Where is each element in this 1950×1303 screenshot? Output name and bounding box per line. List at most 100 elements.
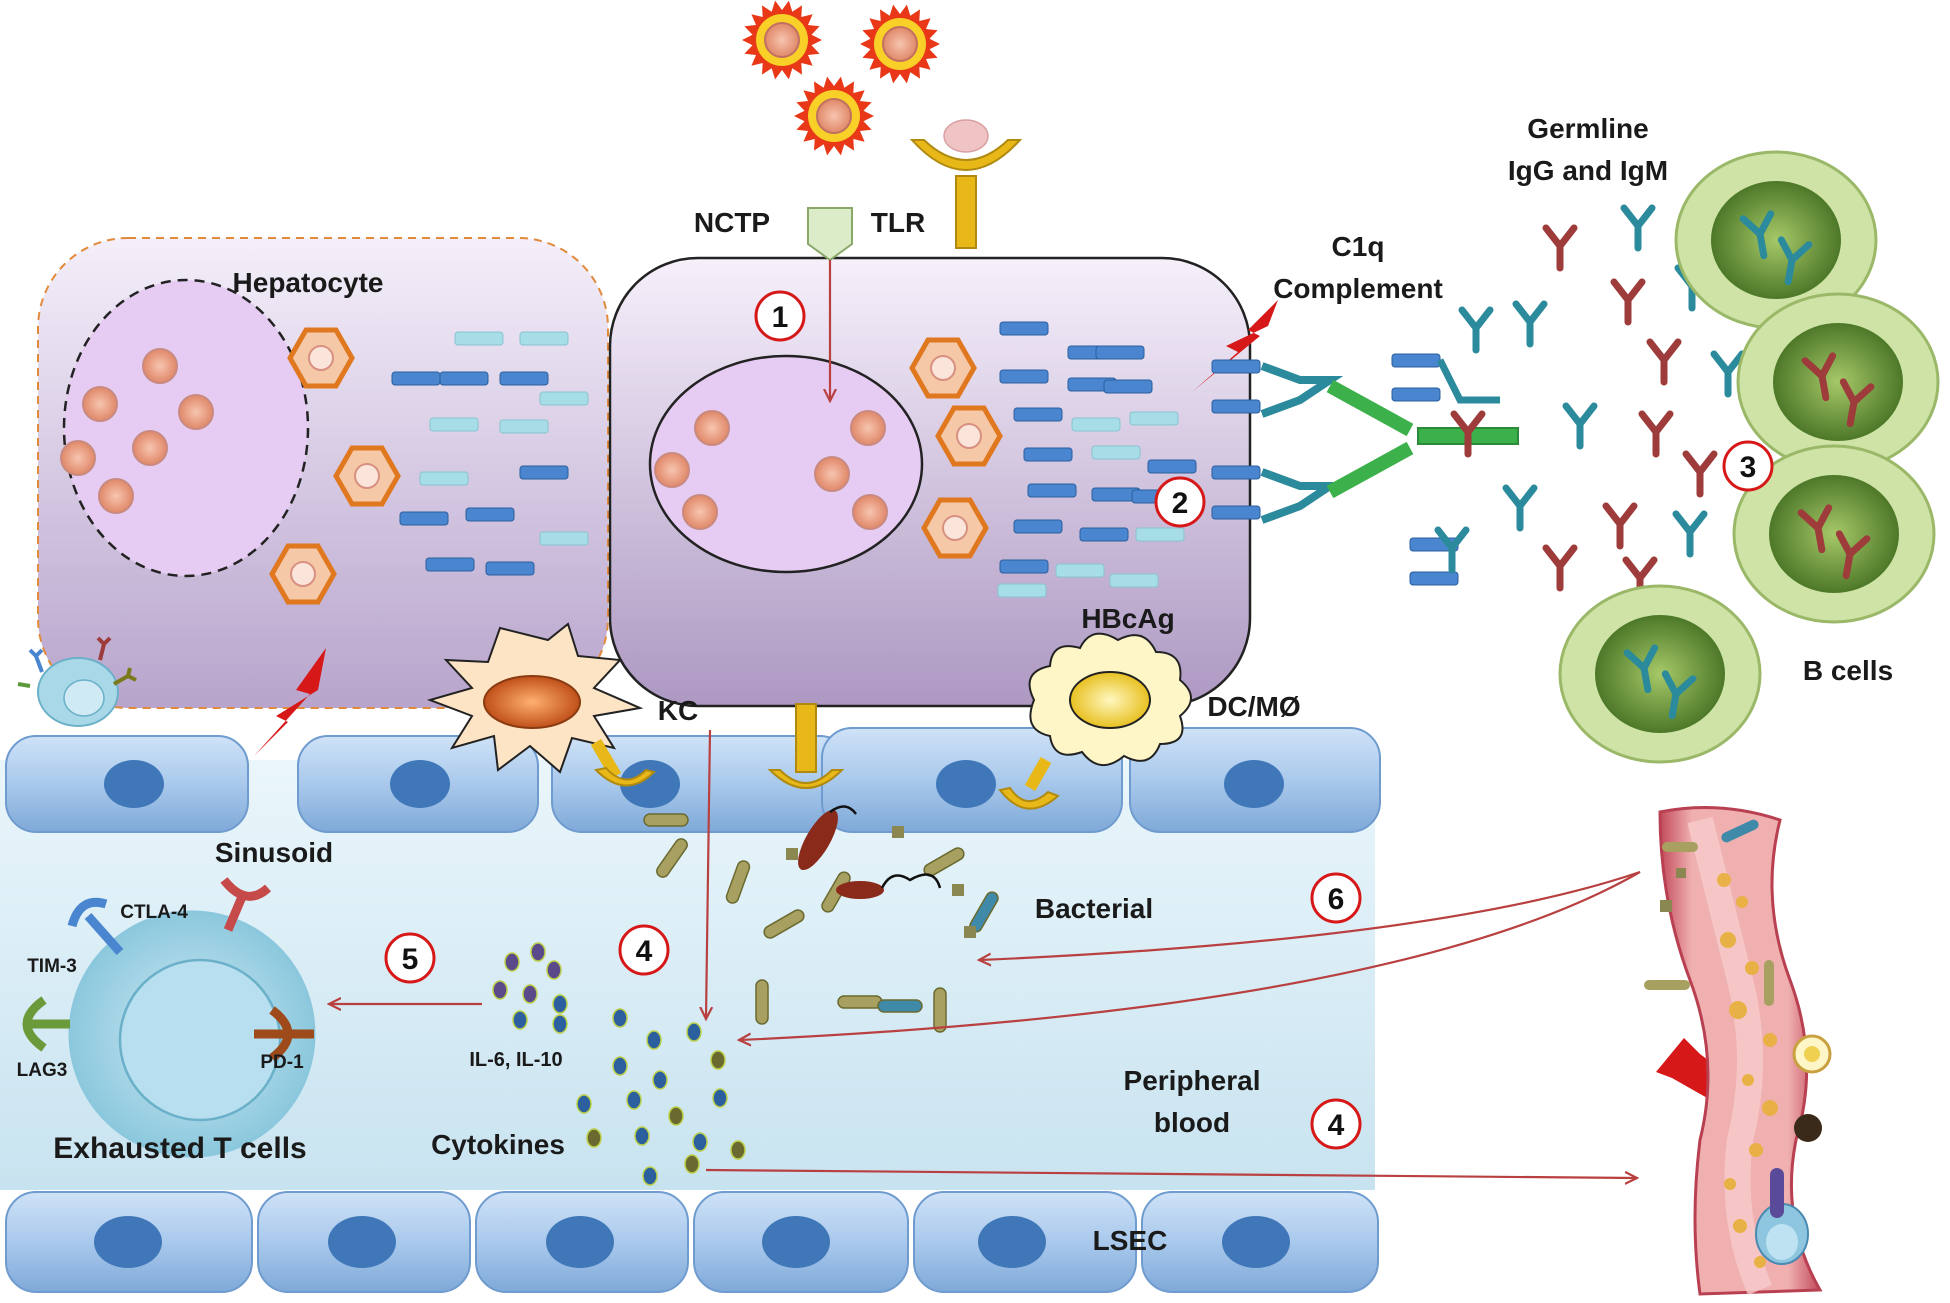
label-il6-il10: IL-6, IL-10 <box>469 1049 562 1071</box>
label-cytokines: Cytokines <box>431 1129 565 1160</box>
bacterium-coccus <box>786 848 798 860</box>
lag3-receptor <box>22 996 70 1052</box>
hbcag-particle <box>425 557 475 572</box>
free-antibody <box>1672 510 1708 558</box>
step-marker-1: 1 <box>754 290 806 342</box>
cytokine-dot <box>668 1106 684 1126</box>
step-marker-3: 3 <box>1722 440 1774 492</box>
cytokine-particles <box>492 942 746 1186</box>
step-marker-5: 5 <box>384 932 436 984</box>
svg-text:4: 4 <box>636 935 653 968</box>
label-tim3: TIM-3 <box>27 956 77 977</box>
cytokine-dot <box>712 1088 728 1108</box>
hbcag-particle <box>1023 447 1073 462</box>
free-antibody <box>1458 306 1494 354</box>
hbcag-particle <box>519 331 569 346</box>
cytokine-dot <box>642 1166 658 1186</box>
nuclear-cccdna <box>60 348 214 514</box>
blood-vessel <box>1644 806 1832 1296</box>
label-lag3: LAG3 <box>17 1060 68 1081</box>
hbcag-particle <box>539 391 589 406</box>
bacterium-rod <box>837 995 883 1009</box>
free-antibody <box>1682 450 1718 498</box>
label-exhausted-t-cells: Exhausted T cells <box>53 1132 306 1165</box>
ctla4-receptor <box>220 877 272 932</box>
label-hbcag: HBcAg <box>1081 603 1174 634</box>
label-blood: blood <box>1154 1107 1230 1138</box>
free-antibody <box>1710 350 1746 398</box>
membrane-antibody <box>1835 530 1871 580</box>
blood-to-cytokines-arrow <box>740 871 1641 1040</box>
bacterium-rod <box>877 999 923 1013</box>
hbcag-particle <box>439 371 489 386</box>
bacteria <box>643 805 999 1033</box>
nctp-receptor <box>807 207 853 262</box>
bacterium-rod <box>725 860 751 904</box>
hbcag-particle <box>499 371 549 386</box>
hbcag-particle <box>1135 527 1185 542</box>
tlr-receptor <box>909 119 1023 249</box>
label-dc-mo: DC/MØ <box>1207 691 1300 722</box>
lightning-bolt-left <box>254 648 326 756</box>
tlr-receptor-sinusoid <box>767 703 845 789</box>
free-antibody <box>1646 338 1682 386</box>
cytokine-dot <box>612 1008 628 1028</box>
hbcag-particle <box>465 507 515 522</box>
free-antibody <box>1620 204 1656 252</box>
kupffer-cell <box>426 622 656 787</box>
bacterium-rod <box>763 909 805 939</box>
membrane-antibody <box>1839 378 1875 428</box>
bacterium-rod <box>923 847 965 877</box>
bacterium-rod <box>656 838 688 878</box>
free-antibody <box>1512 300 1548 348</box>
label-pd1: PD-1 <box>260 1052 304 1073</box>
hbcag-particle <box>429 417 479 432</box>
hbcag-particle <box>999 559 1049 574</box>
cytokine-dot <box>626 1090 642 1110</box>
cytokine-dot <box>634 1126 650 1146</box>
membrane-antibody <box>1661 670 1697 720</box>
free-antibody <box>1542 544 1578 592</box>
cytokine-dot <box>530 942 546 962</box>
label-sinusoid: Sinusoid <box>215 837 333 868</box>
free-antibody <box>1434 526 1470 574</box>
hbv-virions <box>742 0 940 156</box>
hbcag-particle <box>997 583 1047 598</box>
hbcag-particle <box>1147 459 1197 474</box>
b-cell <box>1558 584 1762 764</box>
hbcag-particle <box>519 465 569 480</box>
label-complement: Complement <box>1273 273 1443 304</box>
cytokine-dot <box>692 1132 708 1152</box>
bacterium-rod <box>643 813 689 827</box>
label-germline: Germline <box>1527 113 1648 144</box>
cytokine-dot <box>512 1010 528 1030</box>
antigen-particle <box>1409 571 1459 586</box>
hbcag-particle <box>1013 407 1063 422</box>
bacterium-coccus <box>952 884 964 896</box>
antigen-particle <box>1391 353 1441 368</box>
cytokines-to-blood-arrow <box>705 1168 1636 1178</box>
label-bacterial: Bacterial <box>1035 893 1153 924</box>
step-marker-4a: 4 <box>618 924 670 976</box>
b-cell <box>1674 150 1878 330</box>
free-antibody <box>1562 402 1598 450</box>
antigen-particle <box>1391 387 1441 402</box>
bound-antibodies <box>1211 204 1746 604</box>
hbv-virion <box>794 76 874 156</box>
b-cells <box>1558 150 1940 764</box>
hbcag-particle <box>1129 411 1179 426</box>
hbcag-particle <box>1013 519 1063 534</box>
membrane-antibody <box>1623 644 1659 694</box>
free-antibody <box>1450 410 1486 458</box>
label-ctla4: CTLA-4 <box>120 902 188 923</box>
label-b-cells: B cells <box>1803 655 1893 686</box>
free-antibody <box>1502 484 1538 532</box>
center-nucleus <box>648 354 924 574</box>
antigen-particle <box>1211 465 1261 480</box>
step-marker-6: 6 <box>1310 872 1362 924</box>
hbcag-particle <box>454 331 504 346</box>
hbcag-particle <box>499 419 549 434</box>
svg-text:6: 6 <box>1328 883 1345 916</box>
cytokine-dot <box>684 1154 700 1174</box>
bacterium-coccus <box>964 926 976 938</box>
